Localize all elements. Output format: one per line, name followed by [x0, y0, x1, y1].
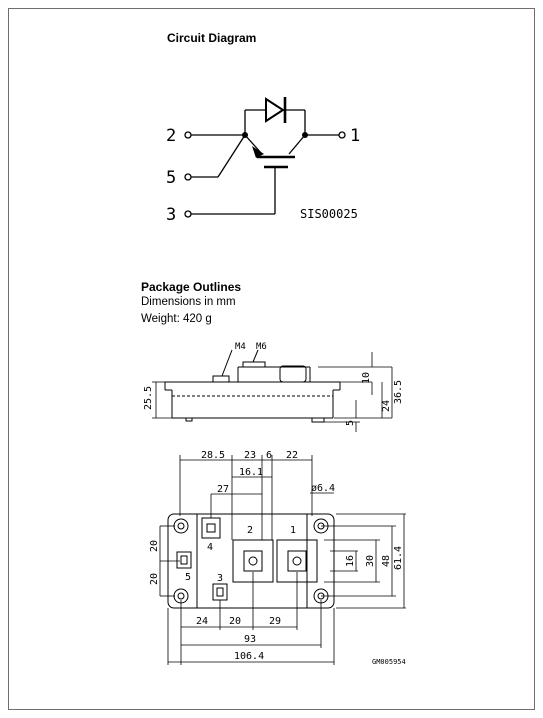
pin-label-5: 5 — [166, 168, 176, 188]
pin-label-3: 3 — [166, 205, 176, 225]
screw-label-m6: M6 — [256, 342, 267, 352]
left-dim-20-upper: 20 — [149, 540, 160, 552]
bottom-dim-20: 20 — [229, 616, 241, 627]
emitter-arrow-icon — [252, 146, 264, 158]
bottom-dim-29: 29 — [269, 616, 281, 627]
right-dim-61-4: 61.4 — [393, 546, 404, 570]
right-dim-16: 16 — [345, 555, 356, 567]
right-dim-48: 48 — [381, 555, 392, 567]
circuit-diagram-title: Circuit Diagram — [167, 31, 257, 45]
diode-icon — [265, 97, 287, 123]
terminal-label-3: 3 — [217, 573, 223, 584]
bottom-dim-106-4: 106.4 — [234, 651, 264, 662]
side-dim-25-5: 25.5 — [143, 386, 154, 410]
left-dim-20-lower: 20 — [149, 573, 160, 585]
right-dim-30: 30 — [365, 555, 376, 567]
terminal-label-5: 5 — [185, 572, 191, 583]
side-dim-10: 10 — [361, 372, 372, 384]
top-dim-22: 22 — [286, 450, 298, 461]
terminal-label-1: 1 — [290, 525, 296, 536]
package-outlines-title: Package Outlines — [141, 280, 242, 294]
dimensions-note: Dimensions in mm — [141, 296, 236, 308]
top-dim-28-5: 28.5 — [201, 450, 225, 461]
circuit-ref: SIS00025 — [300, 207, 358, 221]
top-dim-6: 6 — [266, 450, 272, 461]
top-dim-16-1: 16.1 — [239, 467, 263, 478]
terminal-label-2: 2 — [247, 525, 253, 536]
screw-label-m4: M4 — [235, 342, 246, 352]
drawing-ref: GM005954 — [372, 658, 406, 666]
side-dim-5: 5 — [345, 420, 356, 426]
pin-label-1: 1 — [350, 126, 360, 146]
bottom-dim-24: 24 — [196, 616, 208, 627]
pin-label-2: 2 — [166, 126, 176, 146]
top-dim-23: 23 — [244, 450, 256, 461]
hole-diameter: ø6.4 — [311, 483, 335, 494]
terminal-label-4: 4 — [207, 542, 213, 553]
weight-text: Weight: 420 g — [141, 313, 212, 325]
page-frame — [8, 8, 535, 710]
top-dim-27: 27 — [217, 484, 229, 495]
side-dim-24: 24 — [381, 400, 392, 412]
side-dim-36-5: 36.5 — [393, 380, 404, 404]
bottom-dim-93: 93 — [244, 634, 256, 645]
